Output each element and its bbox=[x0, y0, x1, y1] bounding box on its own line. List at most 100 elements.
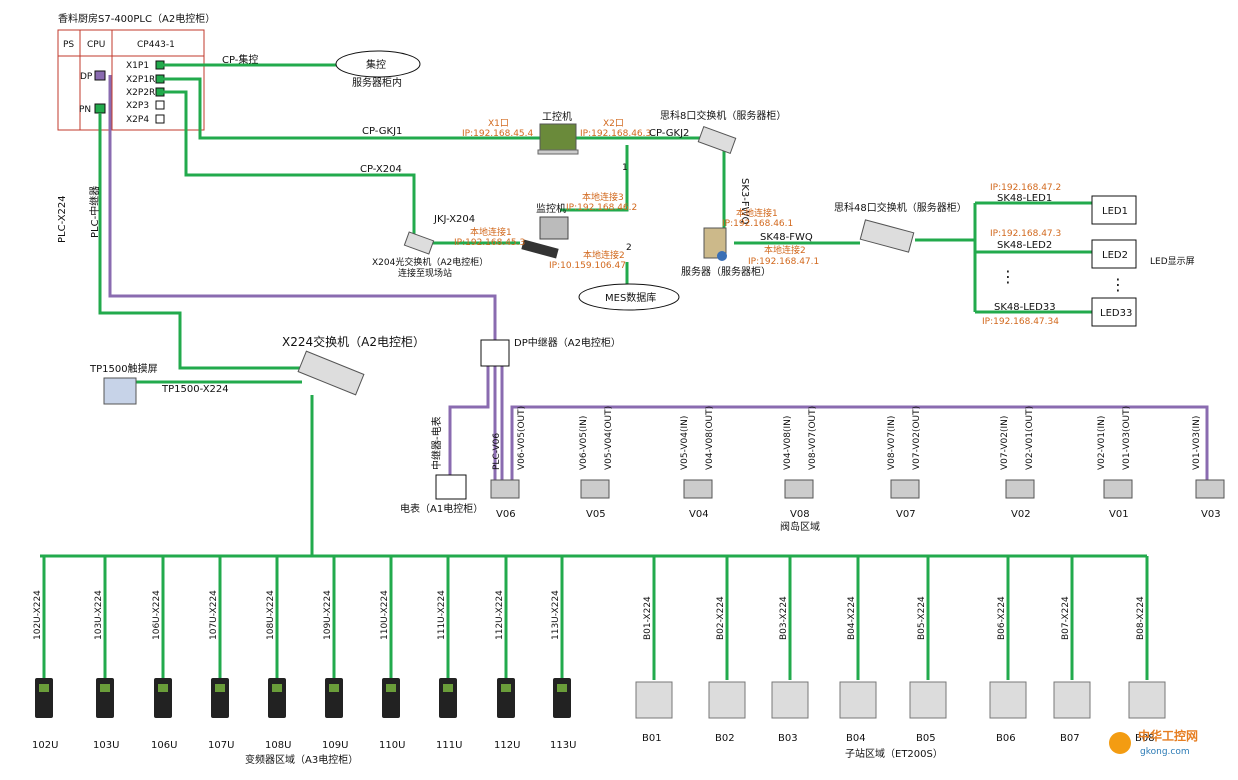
dp-port bbox=[94, 70, 106, 81]
valve-island-icon bbox=[490, 479, 520, 499]
srv-conn1-label: 本地连接1 bbox=[736, 207, 778, 219]
conn3-label: 本地连接3 bbox=[582, 191, 624, 203]
substation-area-label: 子站区域（ET200S） bbox=[845, 747, 943, 760]
user-icon bbox=[717, 251, 727, 261]
valve-island-icon bbox=[1195, 479, 1225, 499]
valve-area-label: 阀岛区域 bbox=[780, 520, 820, 533]
valve-island-icon bbox=[1103, 479, 1133, 499]
valve-link-label: V02-V01(IN) bbox=[1097, 416, 1107, 470]
vfd-name: 111U bbox=[436, 740, 462, 751]
vfd-name: 108U bbox=[265, 740, 291, 751]
cp-port bbox=[155, 87, 165, 97]
et200s-station-icon bbox=[635, 681, 673, 719]
cp-port bbox=[155, 100, 165, 110]
valve-island-icon bbox=[890, 479, 920, 499]
valve-link-label: V08-V07(IN) bbox=[887, 416, 897, 470]
sk3-fwq-label: SK3-FWQ bbox=[739, 178, 750, 225]
cp-port bbox=[155, 74, 165, 84]
vfd-link-label: 110U-X224 bbox=[380, 590, 390, 640]
watermark-sub: gkong.com bbox=[1140, 747, 1190, 757]
dp-repeater-box bbox=[480, 339, 510, 367]
plc-repeater-label: PLC-中继器 bbox=[88, 186, 101, 238]
x224-label: X224交换机（A2电控柜） bbox=[282, 334, 425, 349]
led33-link-label: SK48-LED33 bbox=[994, 302, 1056, 313]
watermark-main: 中华工控网 bbox=[1138, 728, 1198, 743]
vfd-link-label: 113U-X224 bbox=[551, 590, 561, 640]
x2-ip-label: IP:192.168.46.3 bbox=[580, 129, 651, 139]
switch8-label: 思科8口交换机（服务器柜） bbox=[660, 109, 786, 122]
valve-name: V07 bbox=[896, 509, 916, 520]
valve-name: V04 bbox=[689, 509, 709, 520]
led2-link-label: SK48-LED2 bbox=[997, 240, 1052, 251]
valve-link-label: V06-V05(OUT) bbox=[517, 406, 527, 470]
plc-block: 香料厨房S7-400PLC（A2电控柜） PS CPU CP443-1 DP P… bbox=[57, 12, 215, 131]
switch48-icon bbox=[859, 219, 915, 253]
valve-island-icon bbox=[683, 479, 713, 499]
watermark: 中华工控网 gkong.com bbox=[1109, 728, 1198, 757]
server-icon bbox=[703, 227, 727, 259]
led2-label: LED2 bbox=[1102, 250, 1128, 261]
valve-link-label: V07-V02(OUT) bbox=[912, 406, 922, 470]
dots-right: ⋮ bbox=[1110, 275, 1126, 294]
dp-repeater-label: DP中继器（A2电控柜） bbox=[514, 336, 621, 349]
vfd-name: 103U bbox=[93, 740, 119, 751]
plc-cpu-label: CPU bbox=[87, 40, 105, 50]
cp-jikong-label: CP-集控 bbox=[222, 53, 258, 66]
monitor-pc-icon bbox=[539, 216, 569, 240]
vfd-area-label: 变频器区域（A3电控柜） bbox=[245, 753, 358, 766]
et200s-station-icon bbox=[839, 681, 877, 719]
server-label: 服务器（服务器柜） bbox=[681, 265, 771, 278]
valve-name: V02 bbox=[1011, 509, 1031, 520]
valve-name: V01 bbox=[1109, 509, 1129, 520]
substation-name: B05 bbox=[916, 733, 936, 744]
keyboard-icon bbox=[521, 239, 559, 259]
valve-name: V06 bbox=[496, 509, 516, 520]
led1-label: LED1 bbox=[1102, 206, 1128, 217]
valve-link-label: V01-V03(OUT) bbox=[1122, 406, 1132, 470]
vfd-name: 110U bbox=[379, 740, 405, 751]
monitor-label: 监控机 bbox=[536, 202, 566, 215]
substation-name: B03 bbox=[778, 733, 798, 744]
plc-dp-label: DP bbox=[80, 72, 93, 82]
gear-logo-icon bbox=[1109, 732, 1131, 754]
valve-link-label: V02-V01(OUT) bbox=[1025, 406, 1035, 470]
valve-link-label: V04-V08(IN) bbox=[783, 416, 793, 470]
vfd-link-label: 108U-X224 bbox=[266, 590, 276, 640]
plc-cp-label: CP443-1 bbox=[137, 40, 175, 50]
mes-label: MES数据库 bbox=[605, 291, 656, 304]
substation-link-label: B02-X224 bbox=[716, 596, 726, 640]
jikong-node bbox=[335, 50, 421, 78]
x204-label-a: X204光交换机（A2电控柜） bbox=[372, 256, 488, 268]
substation-link-label: B08-X224 bbox=[1136, 596, 1146, 640]
top-nodes: CP-集控 集控 服务器柜内 CP-GKJ1 CP-X204 工控机 X1口 I… bbox=[222, 50, 1195, 327]
srv-conn1-ip-label: IP:192.168.46.1 bbox=[722, 219, 793, 229]
repeater-meter-label: 中继器-电表 bbox=[430, 416, 443, 470]
switch48-label: 思科48口交换机（服务器柜） bbox=[834, 201, 967, 214]
led1-link-label: SK48-LED1 bbox=[997, 193, 1052, 204]
pn-port bbox=[94, 103, 106, 114]
num2-label: 2 bbox=[626, 243, 632, 253]
led33-label: LED33 bbox=[1100, 308, 1132, 319]
cp-port-label: X2P1R bbox=[126, 75, 155, 85]
dots-left: ⋮ bbox=[1000, 267, 1016, 286]
valve-link-label: PLC-V06 bbox=[492, 433, 502, 470]
cp-port-label: X2P3 bbox=[126, 101, 149, 111]
substation-area: B01-X224B01B02-X224B02B03-X224B03B04-X22… bbox=[635, 556, 1166, 744]
x1-port-label: X1口 bbox=[488, 119, 509, 129]
et200s-station-icon bbox=[708, 681, 746, 719]
substation-link-label: B07-X224 bbox=[1061, 596, 1071, 640]
plc-ps-label: PS bbox=[63, 40, 74, 50]
srv-conn2-label: 本地连接2 bbox=[764, 244, 806, 256]
led2-box bbox=[1091, 239, 1137, 269]
cp-x204-label: CP-X204 bbox=[360, 164, 402, 175]
jkj-x204-label: JKJ-X204 bbox=[433, 214, 475, 225]
jikong-label: 集控 bbox=[366, 58, 386, 71]
substation-link-label: B05-X224 bbox=[917, 596, 927, 640]
substation-name: B01 bbox=[642, 733, 662, 744]
plc-x224-label: PLC-X224 bbox=[57, 195, 68, 243]
valve-name: V08 bbox=[790, 509, 810, 520]
mes-node bbox=[578, 283, 680, 311]
vfd-link-label: 112U-X224 bbox=[495, 590, 505, 640]
